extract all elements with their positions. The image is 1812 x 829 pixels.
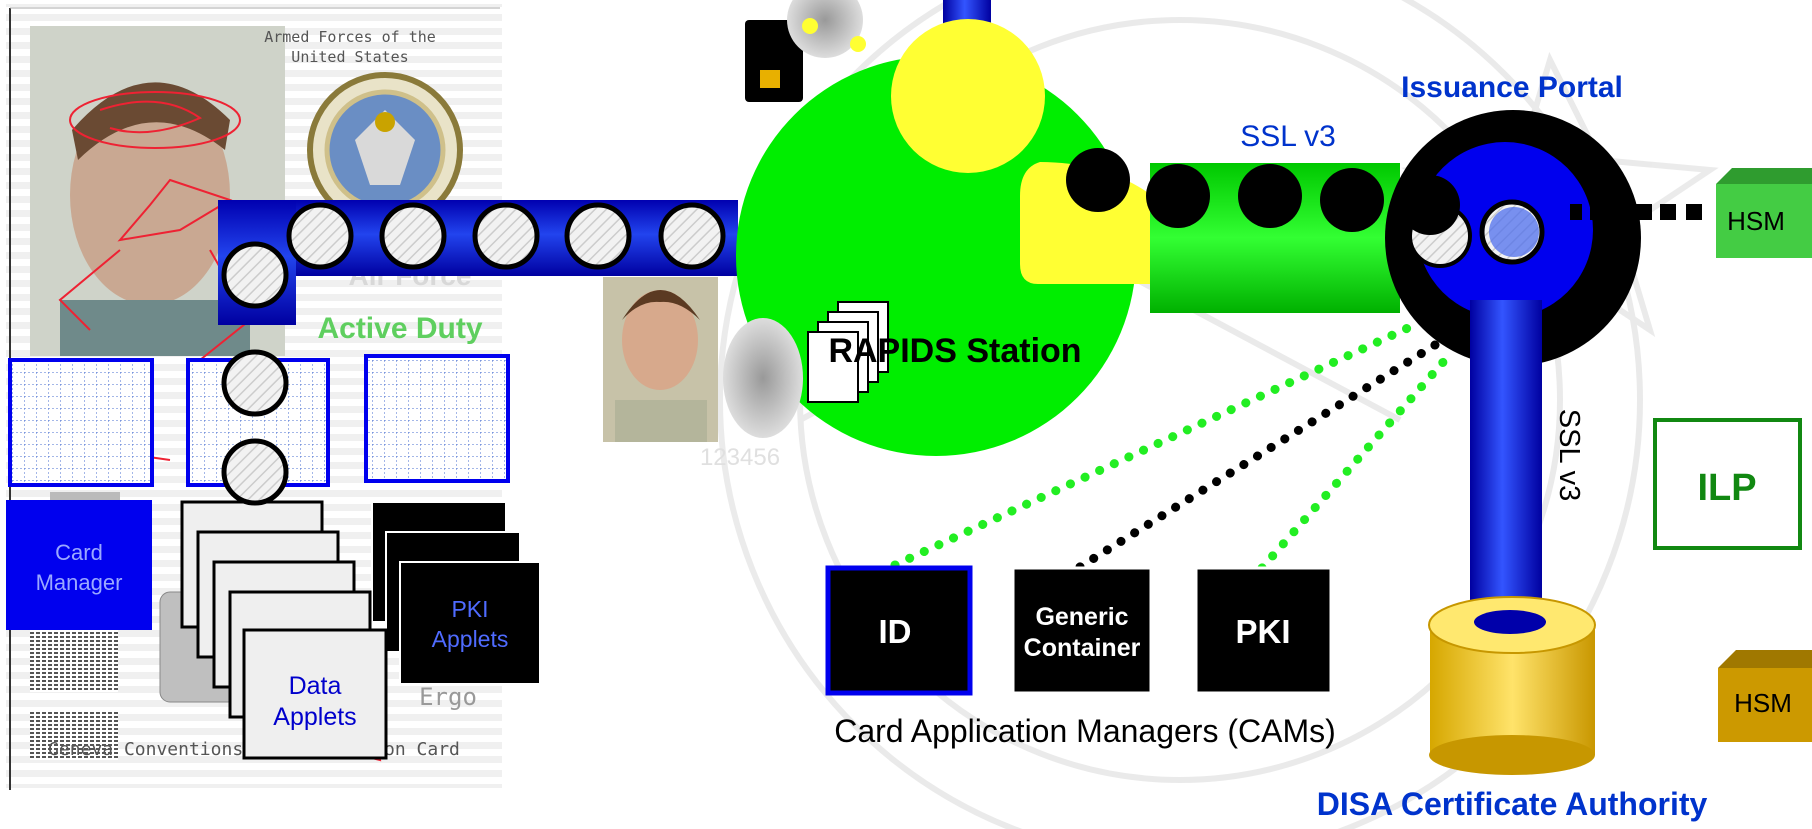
issuance-portal-label: Issuance Portal <box>1401 71 1623 104</box>
card-portrait-photo <box>30 26 382 762</box>
card-barcode-2 <box>30 710 118 760</box>
ilp-box <box>1653 418 1802 550</box>
ssl-packets <box>1066 148 1460 235</box>
ca-database-cylinder <box>1428 596 1596 775</box>
card-status: Active Duty <box>317 312 482 345</box>
ilp-label: ILP <box>1697 467 1756 509</box>
fingerprint-icon <box>723 318 803 438</box>
card-manager-label-2: Manager <box>36 570 123 595</box>
cam-id-box <box>825 565 973 696</box>
cam-generic-label-1: Generic <box>1035 603 1128 631</box>
card-manager-label-1: Card <box>55 540 103 565</box>
data-applets-label-2: Applets <box>273 703 356 731</box>
ssl-label-horizontal: SSL v3 <box>1240 120 1336 153</box>
cam-pki-label: PKI <box>1235 613 1290 650</box>
cam-generic-box <box>1011 566 1153 695</box>
card-name-fragment: Ergo <box>419 683 477 711</box>
air-force-seal <box>307 72 463 228</box>
rapids-station-label: RAPIDS Station <box>828 332 1081 370</box>
hsm-top-box <box>1716 168 1812 258</box>
card-barcode <box>30 628 118 692</box>
cam-pki-box <box>1194 566 1333 695</box>
hsm-bottom-label: HSM <box>1734 688 1792 718</box>
id-number: 123456 <box>700 444 780 471</box>
pki-applets-stack <box>371 501 541 685</box>
pki-applets-label-2: Applets <box>432 626 509 652</box>
smart-card-icon <box>745 0 866 102</box>
hsm-bottom-box <box>1718 650 1812 742</box>
data-applets-label-1: Data <box>289 672 342 700</box>
pki-applets-label-1: PKI <box>451 596 488 622</box>
cam-generic-label-2: Container <box>1024 634 1141 662</box>
enrollee-photo <box>603 277 718 442</box>
ssl-label-vertical: SSL v3 <box>1553 409 1585 501</box>
documents-icon <box>807 301 889 403</box>
hsm-dashed-link <box>1570 204 1702 236</box>
cams-caption: Card Application Managers (CAMs) <box>834 713 1336 749</box>
card-memory-grid-3 <box>364 354 510 483</box>
issuance-portal <box>1385 110 1641 620</box>
ca-label: DISA Certificate Authority <box>1317 786 1708 822</box>
card-memory-grid-1 <box>8 358 154 487</box>
card-header-line1: Armed Forces of the <box>264 28 436 46</box>
card-manager-box <box>6 500 152 630</box>
card-header-line2: United States <box>291 48 408 66</box>
hsm-top-label: HSM <box>1727 206 1785 236</box>
pipe-data-packets <box>221 202 726 506</box>
cam-links <box>890 322 1450 573</box>
cam-id-label: ID <box>879 613 912 650</box>
data-applets-stack <box>180 500 388 760</box>
